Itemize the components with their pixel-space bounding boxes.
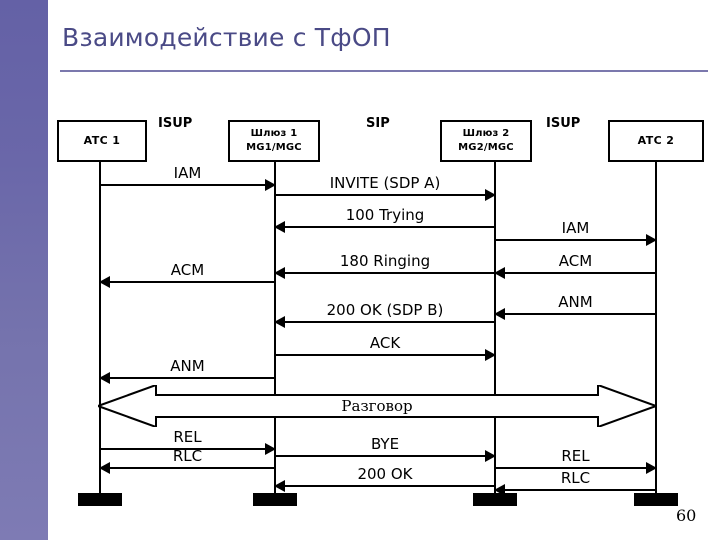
arrowhead-icon xyxy=(646,234,657,246)
arrowhead-icon xyxy=(494,308,505,320)
message-label-ack: ACK xyxy=(369,334,401,352)
arrowhead-icon xyxy=(274,480,285,492)
actor-label-mg1-0: Шлюз 1 xyxy=(250,128,298,139)
message-label-ok-200-sdp: 200 OK (SDP B) xyxy=(326,301,444,319)
arrowhead-icon xyxy=(265,443,276,455)
lifeline-atc2 xyxy=(655,162,657,493)
actor-box-mg2[interactable]: Шлюз 2 MG2/MGC xyxy=(440,120,532,162)
arrowhead-icon xyxy=(265,179,276,191)
protocol-label-sip: SIP xyxy=(366,116,390,131)
arrowhead-icon xyxy=(274,221,285,233)
message-label-ok-200: 200 OK xyxy=(357,465,413,483)
message-label-acm-right: ACM xyxy=(558,252,593,270)
message-arrow-ok-200-sdp xyxy=(274,316,495,328)
message-label-iam-left: IAM xyxy=(173,164,202,182)
message-label-anm-left: ANM xyxy=(170,357,205,375)
message-arrow-bye xyxy=(275,450,496,462)
message-arrow-rlc-left xyxy=(99,462,275,474)
actor-label-mg2-0: Шлюз 2 xyxy=(462,128,510,139)
message-arrow-anm-left xyxy=(99,372,275,384)
message-arrow-ok-200 xyxy=(274,480,495,492)
actor-box-atc1[interactable]: ATC 1 xyxy=(57,120,147,162)
page-number: 60 xyxy=(676,506,697,525)
lifeline-mg2 xyxy=(494,162,496,493)
arrowhead-icon xyxy=(485,189,496,201)
sidebar-accent-band xyxy=(0,0,48,540)
actor-label-atc1-0: ATC 1 xyxy=(83,134,121,147)
arrowhead-icon xyxy=(274,267,285,279)
message-arrow-acm-left xyxy=(99,276,275,288)
message-label-rel-left: REL xyxy=(173,428,202,446)
lifeline-terminator-mg2 xyxy=(473,493,517,506)
message-arrow-acm-right xyxy=(494,267,656,279)
lifeline-atc1 xyxy=(99,162,101,493)
message-label-anm-right: ANM xyxy=(558,293,593,311)
actor-box-mg1[interactable]: Шлюз 1 MG1/MGC xyxy=(228,120,320,162)
message-arrow-rlc-right xyxy=(494,484,656,496)
arrowhead-icon xyxy=(646,462,657,474)
lifeline-terminator-atc2 xyxy=(634,493,678,506)
message-arrow-iam-left xyxy=(100,179,276,191)
message-arrow-ack xyxy=(275,349,496,361)
title-bar: Взаимодействие с ТфОП xyxy=(62,22,702,54)
message-label-trying-100: 100 Trying xyxy=(345,206,425,224)
page-title: Взаимодействие с ТфОП xyxy=(62,23,391,52)
arrowhead-icon xyxy=(99,276,110,288)
message-arrow-anm-right xyxy=(494,308,656,320)
protocol-label-isup-left: ISUP xyxy=(158,116,193,131)
message-arrow-rel-right xyxy=(495,462,657,474)
protocol-label-isup-right: ISUP xyxy=(546,116,581,131)
message-arrow-invite xyxy=(275,189,496,201)
title-divider xyxy=(60,70,708,72)
message-label-iam-right: IAM xyxy=(561,219,590,237)
arrowhead-icon xyxy=(485,450,496,462)
actor-label-atc2-0: ATC 2 xyxy=(637,134,675,147)
arrowhead-icon xyxy=(274,316,285,328)
arrowhead-icon xyxy=(494,484,505,496)
message-label-rlc-left: RLC xyxy=(172,447,203,465)
arrowhead-icon xyxy=(99,462,110,474)
message-label-rel-right: REL xyxy=(561,447,590,465)
arrowhead-icon xyxy=(485,349,496,361)
arrowhead-icon xyxy=(494,267,505,279)
message-label-invite: INVITE (SDP A) xyxy=(329,174,441,192)
message-label-ringing-180: 180 Ringing xyxy=(339,252,431,270)
message-arrow-iam-right xyxy=(495,234,657,246)
actor-label-mg2-1: MG2/MGC xyxy=(458,142,514,153)
lifeline-terminator-atc1 xyxy=(78,493,122,506)
message-arrow-ringing-180 xyxy=(274,267,495,279)
actor-label-mg1-1: MG1/MGC xyxy=(246,142,302,153)
arrowhead-icon xyxy=(99,372,110,384)
conversation-label: Разговор xyxy=(341,397,413,415)
message-label-rlc-right: RLC xyxy=(560,469,591,487)
conversation-arrow-icon xyxy=(98,385,656,427)
message-label-acm-left: ACM xyxy=(170,261,205,279)
actor-box-atc2[interactable]: ATC 2 xyxy=(608,120,704,162)
message-label-bye: BYE xyxy=(370,435,400,453)
message-arrow-trying-100 xyxy=(274,221,495,233)
lifeline-terminator-mg1 xyxy=(253,493,297,506)
message-arrow-rel-left xyxy=(100,443,276,455)
